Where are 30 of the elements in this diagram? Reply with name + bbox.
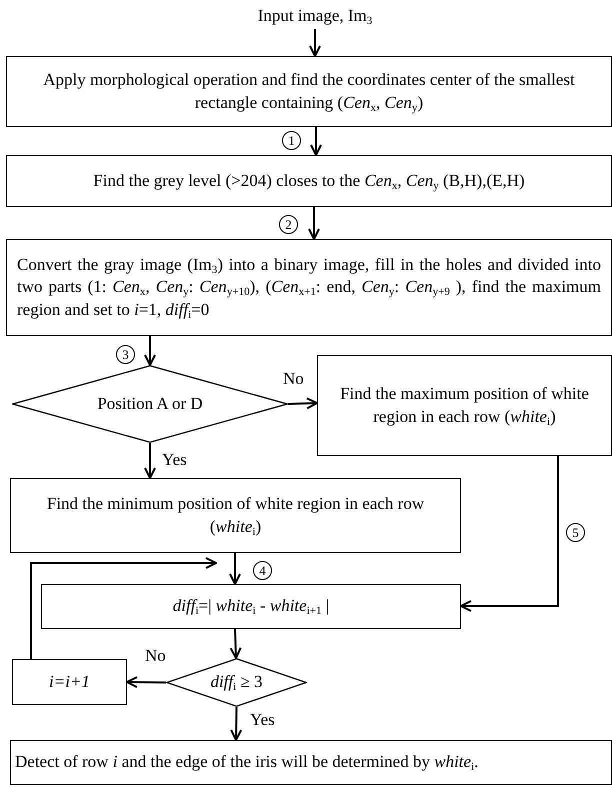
edge-label: Yes [162,451,187,468]
decision-diamond: diff$_{i}$ ≥ 3 [166,658,307,707]
process-box: i=i+1 [12,659,127,705]
arrow [229,553,241,585]
process-box: Find the maximum position of white region in each row (white$_{i}$) [317,355,612,456]
arrow [30,557,217,659]
arrow [230,706,242,741]
process-box: Apply morphological operation and find the coordinates center of the smallest rectangle containing (Cen$_{x}$, Cen$_{y}$) [6,56,612,127]
step-number: 2 [279,215,298,234]
arrow [310,127,322,156]
arrow [308,207,320,240]
arrow [144,336,156,366]
edge-label: Yes [250,711,275,728]
process-box: Find the grey level (>204) closes to the Cen$_{x}$, Cen$_{y}$ (B,H),(E,H) [6,155,612,207]
arrow [309,29,321,57]
arrow [288,397,318,410]
process-box: Convert the gray image (Im$_{3}$) into a binary image, fill in the holes and divided into two parts (1: Cen$_{x}$, Cen$_{y}$: Cen$_{y+10}$), (Cen$_{x+1}$: end, Cen$_{y}$: Cen$_{y+9}$ ), find the maximum region and set to i=1, diff$_{i}$=0 [6,239,612,336]
edge-label: No [145,647,166,664]
process-box: Find the minimum position of white region in each row (white$_{i}$) [10,478,461,553]
step-number: 1 [282,131,301,150]
arrow [460,456,559,612]
process-box: Detect of row i and the edge of the iris will be determined by white$_{i}$. [10,740,612,785]
step-number: 5 [566,523,585,542]
arrow [144,443,156,479]
step-number: 4 [253,561,272,580]
arrow [126,676,166,688]
step-number: 3 [116,345,135,364]
process-box: diff$_{i}$=| white$_{i}$ - white$_{i+1}$ | [41,584,461,629]
arrow [230,628,242,659]
input-label: Input image, Im$_{3}$ [215,3,415,29]
